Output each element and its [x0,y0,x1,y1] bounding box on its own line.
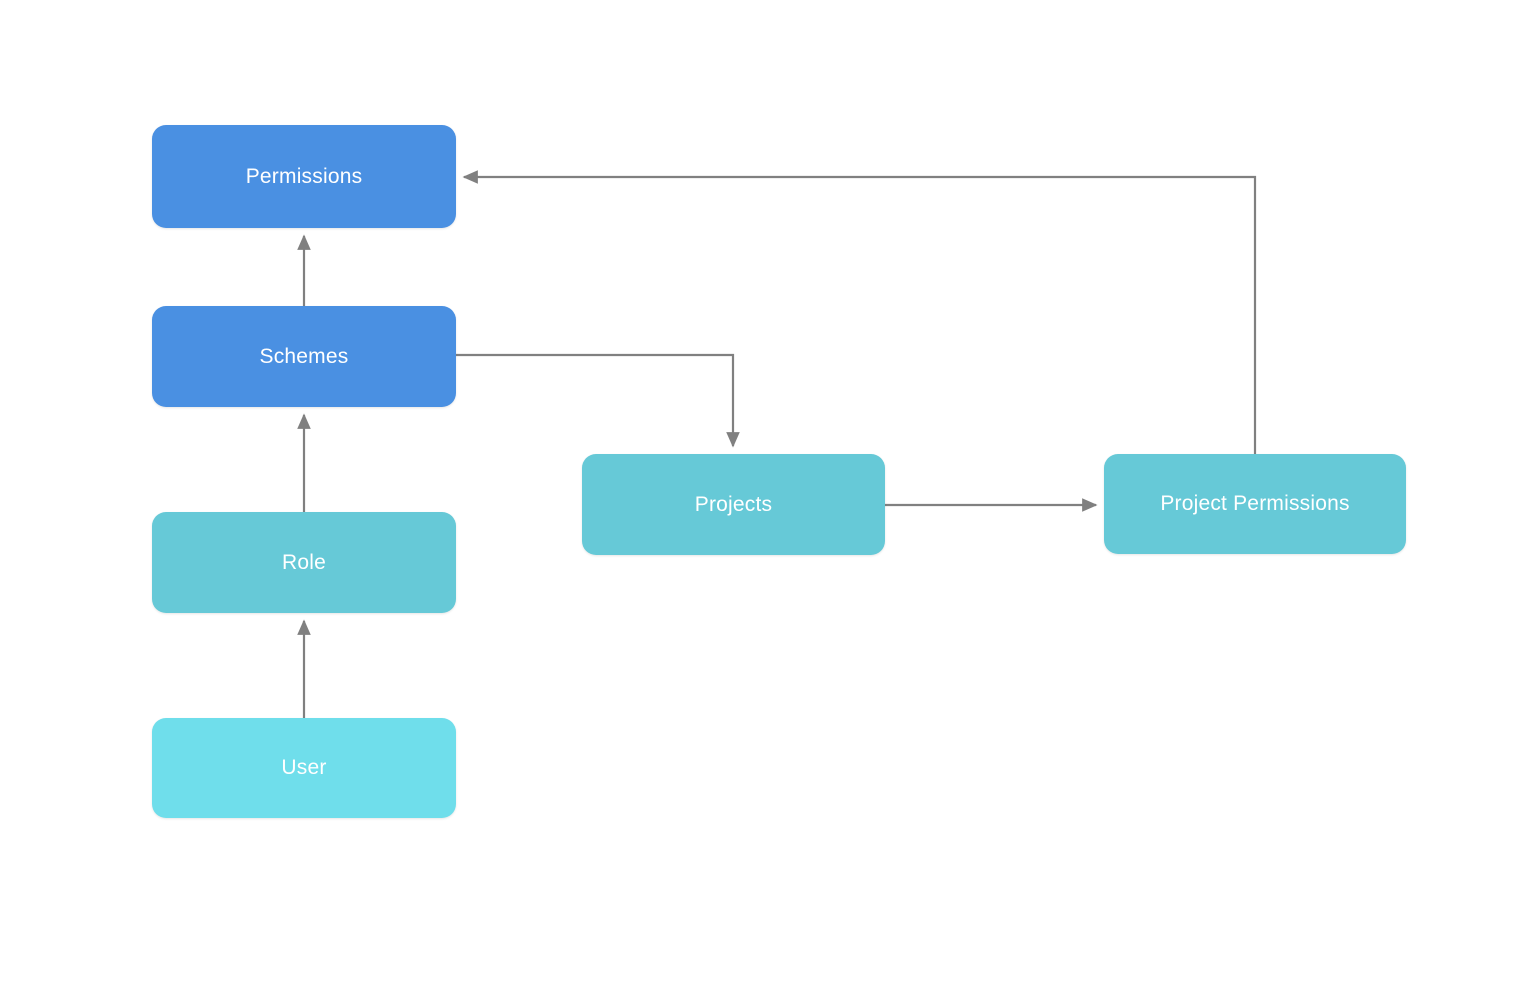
node-label-projects: Projects [694,492,773,516]
edge-schemes-to-projects [456,353,740,448]
node-user[interactable]: User [152,718,456,818]
node-label-project-permissions: Project Permissions [1160,492,1350,516]
node-project-permissions[interactable]: Project Permissions [1104,454,1406,554]
node-schemes[interactable]: Schemes [152,306,456,407]
edges-group [297,170,1257,718]
node-label-permissions: Permissions [245,164,363,188]
node-role[interactable]: Role [152,512,456,613]
node-label-role: Role [282,550,326,574]
node-label-user: User [281,756,327,780]
node-projects[interactable]: Projects [582,454,885,555]
edge-project-permissions-to-permissions [462,170,1257,454]
node-label-schemes: Schemes [259,344,349,368]
node-permissions[interactable]: Permissions [152,125,456,228]
